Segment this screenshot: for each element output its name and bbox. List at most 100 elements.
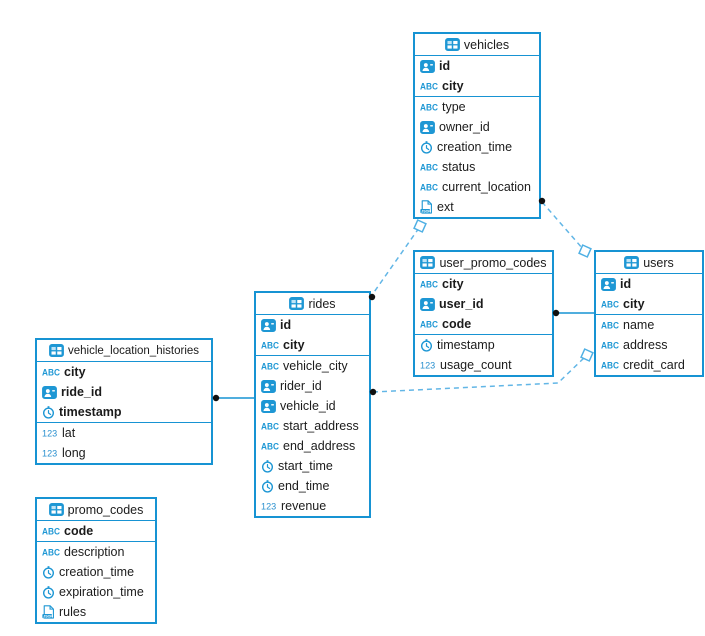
column-name: address bbox=[623, 338, 668, 352]
table-row[interactable]: start_address bbox=[256, 416, 369, 436]
connector-diamond bbox=[580, 348, 594, 362]
abc-text-icon bbox=[261, 340, 279, 350]
table-row[interactable]: start_time bbox=[256, 456, 369, 476]
table-row[interactable]: creation_time bbox=[415, 137, 539, 157]
table-vehicle-location-histories[interactable]: vehicle_location_histories city ride_id … bbox=[35, 338, 213, 465]
table-row[interactable]: status bbox=[415, 157, 539, 177]
table-row[interactable]: vehicle_id bbox=[256, 396, 369, 416]
column-name: end_time bbox=[278, 479, 330, 493]
clock-time-icon bbox=[261, 480, 274, 493]
column-name: rider_id bbox=[280, 379, 322, 393]
table-row[interactable]: description bbox=[37, 542, 155, 562]
table-row[interactable]: current_location bbox=[415, 177, 539, 197]
table-row[interactable]: owner_id bbox=[415, 117, 539, 137]
column-name: credit_card bbox=[623, 358, 685, 372]
table-row[interactable]: city bbox=[596, 294, 702, 314]
clock-time-icon bbox=[42, 406, 55, 419]
column-name: creation_time bbox=[437, 140, 513, 154]
clock-time-icon bbox=[420, 339, 433, 352]
table-row[interactable]: end_time bbox=[256, 476, 369, 496]
table-row[interactable]: address bbox=[596, 335, 702, 355]
connector-diamond bbox=[413, 219, 427, 233]
table-header[interactable]: vehicles bbox=[415, 34, 539, 56]
abc-text-icon bbox=[601, 360, 619, 370]
abc-text-icon bbox=[420, 162, 438, 172]
table-icon bbox=[420, 256, 435, 269]
table-row[interactable]: ride_id bbox=[37, 382, 211, 402]
table-row[interactable]: id bbox=[256, 315, 369, 335]
table-row[interactable]: credit_card bbox=[596, 355, 702, 375]
table-row[interactable]: code bbox=[415, 314, 552, 334]
person-id-icon bbox=[261, 319, 276, 332]
abc-text-icon bbox=[261, 421, 279, 431]
column-name: id bbox=[620, 277, 632, 291]
abc-text-icon bbox=[420, 81, 438, 91]
table-name: vehicle_location_histories bbox=[67, 344, 200, 357]
table-row[interactable]: creation_time bbox=[37, 562, 155, 582]
abc-text-icon bbox=[420, 182, 438, 192]
column-name: code bbox=[442, 317, 472, 331]
column-name: city bbox=[64, 365, 86, 379]
table-row[interactable]: city bbox=[37, 362, 211, 382]
table-name: rides bbox=[308, 296, 336, 311]
json-doc-icon bbox=[420, 200, 433, 214]
abc-text-icon bbox=[601, 340, 619, 350]
clock-time-icon bbox=[420, 141, 433, 154]
abc-text-icon bbox=[420, 319, 438, 329]
table-user-promo-codes[interactable]: user_promo_codes city user_id code times… bbox=[413, 250, 554, 377]
table-row[interactable]: city bbox=[256, 335, 369, 355]
person-id-icon bbox=[42, 386, 57, 399]
table-row[interactable]: type bbox=[415, 97, 539, 117]
table-row[interactable]: vehicle_city bbox=[256, 356, 369, 376]
abc-text-icon bbox=[420, 279, 438, 289]
table-icon bbox=[624, 256, 639, 269]
table-header[interactable]: user_promo_codes bbox=[415, 252, 552, 274]
table-row[interactable]: rider_id bbox=[256, 376, 369, 396]
table-row[interactable]: rules bbox=[37, 602, 155, 622]
table-icon bbox=[49, 503, 64, 516]
table-row[interactable]: end_address bbox=[256, 436, 369, 456]
table-header[interactable]: users bbox=[596, 252, 702, 274]
column-name: code bbox=[64, 524, 94, 538]
table-row[interactable]: city bbox=[415, 76, 539, 96]
table-vehicles[interactable]: vehicles id city type owner_id c bbox=[413, 32, 541, 219]
table-rides[interactable]: rides id city vehicle_city rider_id bbox=[254, 291, 371, 518]
column-name: id bbox=[280, 318, 292, 332]
column-name: vehicle_city bbox=[283, 359, 348, 373]
table-row[interactable]: ext bbox=[415, 197, 539, 217]
table-row[interactable]: expiration_time bbox=[37, 582, 155, 602]
table-row[interactable]: lat bbox=[37, 423, 211, 443]
person-id-icon bbox=[420, 298, 435, 311]
table-row[interactable]: user_id bbox=[415, 294, 552, 314]
table-row[interactable]: name bbox=[596, 315, 702, 335]
table-row[interactable]: code bbox=[37, 521, 155, 541]
table-row[interactable]: long bbox=[37, 443, 211, 463]
json-doc-icon bbox=[42, 605, 55, 619]
column-name: owner_id bbox=[439, 120, 490, 134]
connector-dot bbox=[212, 394, 220, 402]
table-header[interactable]: rides bbox=[256, 293, 369, 315]
column-name: current_location bbox=[442, 180, 531, 194]
clock-time-icon bbox=[42, 586, 55, 599]
abc-text-icon bbox=[261, 441, 279, 451]
clock-time-icon bbox=[42, 566, 55, 579]
table-promo-codes[interactable]: promo_codes code description creation_ti… bbox=[35, 497, 157, 624]
relationship-vehicles-users bbox=[541, 201, 584, 250]
table-row[interactable]: id bbox=[415, 56, 539, 76]
connector-diamond bbox=[578, 244, 592, 258]
column-name: vehicle_id bbox=[280, 399, 336, 413]
person-id-icon bbox=[420, 121, 435, 134]
column-name: ext bbox=[437, 200, 454, 214]
table-header[interactable]: promo_codes bbox=[37, 499, 155, 521]
table-row[interactable]: city bbox=[415, 274, 552, 294]
table-row[interactable]: id bbox=[596, 274, 702, 294]
table-users[interactable]: users id city name address credi bbox=[594, 250, 704, 377]
column-name: id bbox=[439, 59, 451, 73]
table-row[interactable]: revenue bbox=[256, 496, 369, 516]
abc-text-icon bbox=[420, 102, 438, 112]
table-row[interactable]: usage_count bbox=[415, 355, 552, 375]
table-row[interactable]: timestamp bbox=[415, 335, 552, 355]
table-header[interactable]: vehicle_location_histories bbox=[37, 340, 211, 362]
person-id-icon bbox=[420, 60, 435, 73]
table-row[interactable]: timestamp bbox=[37, 402, 211, 422]
